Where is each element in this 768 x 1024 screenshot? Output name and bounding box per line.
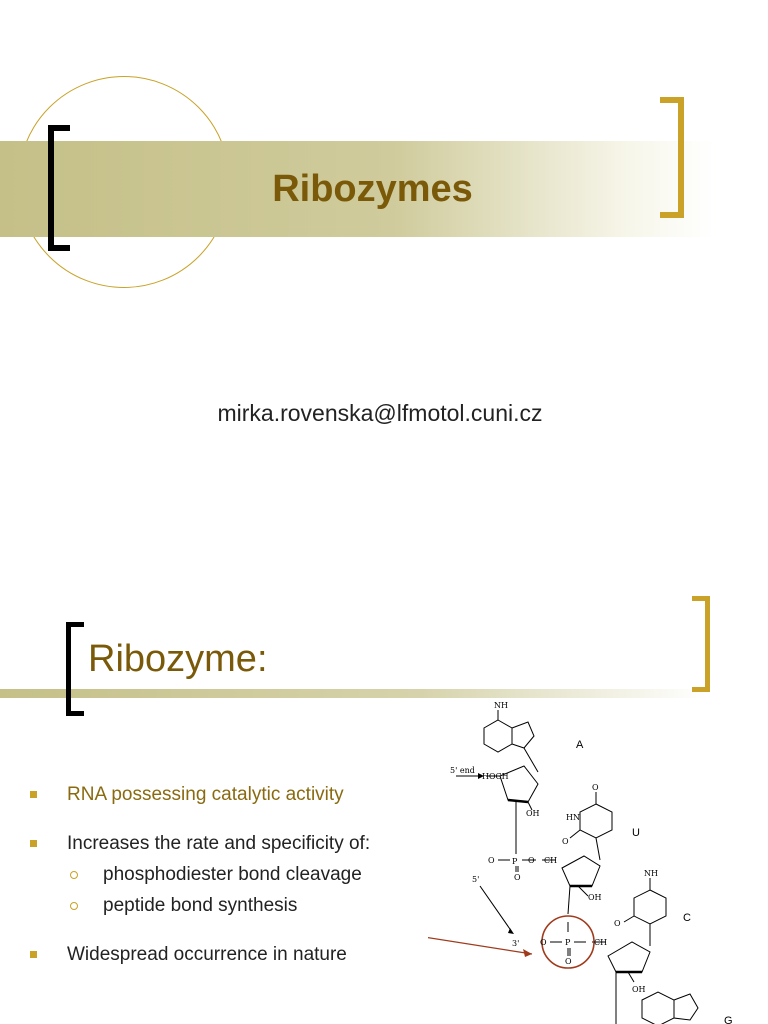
guanine-imidazole [673, 993, 699, 1021]
sub-bullet-item: peptide bond synthesis [67, 893, 410, 918]
sub-bullet-item: phosphodiester bond cleavage [67, 862, 410, 887]
svg-text:OH: OH [632, 985, 646, 994]
base-label-c: C [683, 912, 691, 924]
sub-bullet-text: peptide bond synthesis [103, 895, 298, 916]
title-underline-band [0, 689, 768, 698]
circle-bullet-icon [70, 871, 78, 879]
bullet-text: Increases the rate and specificity of: [67, 833, 371, 854]
bullet-text: Widespread occurrence in nature [67, 944, 347, 965]
svg-text:O: O [540, 938, 547, 947]
square-bullet-icon [30, 791, 37, 798]
svg-text:O: O [528, 856, 535, 865]
uracil-ring [579, 803, 613, 839]
right-bracket-decoration [692, 596, 710, 692]
adenine-imidazole [511, 721, 535, 749]
base-label-a: A [576, 739, 584, 751]
left-bracket-decoration [48, 125, 70, 251]
svg-text:P: P [565, 938, 571, 947]
svg-text:O: O [614, 919, 621, 928]
bullet-list: RNA possessing catalytic activity Increa… [30, 782, 410, 991]
svg-text:P: P [512, 857, 518, 866]
content-slide: Ribozyme: RNA possessing catalytic activ… [0, 560, 768, 1024]
svg-text:O: O [488, 856, 495, 865]
svg-text:O: O [562, 837, 569, 846]
sub-bullet-text: phosphodiester bond cleavage [103, 864, 362, 885]
bullet-item: Widespread occurrence in nature [30, 942, 410, 967]
title-slide: Ribozymes mirka.rovenska@lfmotol.cuni.cz [0, 76, 715, 426]
bullet-item: RNA possessing catalytic activity [30, 782, 410, 807]
svg-text:HOCH: HOCH [482, 772, 509, 781]
svg-text:O: O [565, 957, 572, 966]
ribose-2 [561, 855, 601, 887]
bullet-text: RNA possessing catalytic activity [67, 784, 344, 805]
ribose-1 [499, 765, 539, 803]
rna-structure-diagram: NH HOCH OH P O O O CH O HN O OH P O O CH… [428, 701, 733, 1024]
svg-text:CH: CH [544, 856, 557, 865]
svg-text:O: O [592, 783, 599, 792]
author-email: mirka.rovenska@lfmotol.cuni.cz [217, 400, 543, 426]
guanine-ring [641, 991, 675, 1024]
svg-text:NH: NH [644, 869, 658, 878]
base-label-u: U [632, 827, 640, 839]
svg-text:3': 3' [512, 939, 519, 948]
base-label-g: G [724, 1015, 733, 1024]
svg-text:OH: OH [588, 893, 602, 902]
bullet-item: Increases the rate and specificity of: p… [30, 831, 410, 918]
highlight-circle [541, 915, 595, 969]
svg-text:5' end: 5' end [450, 766, 475, 775]
sub-bullet-list: phosphodiester bond cleavage peptide bon… [67, 862, 410, 918]
right-bracket-decoration [660, 97, 684, 218]
svg-text:NH: NH [494, 701, 508, 710]
svg-text:5': 5' [472, 875, 479, 884]
slide-title: Ribozymes [272, 167, 473, 210]
circle-bullet-icon [70, 902, 78, 910]
svg-text:HN: HN [566, 813, 580, 822]
adenine-ring [483, 719, 513, 753]
square-bullet-icon [30, 840, 37, 847]
title-band [0, 141, 715, 237]
square-bullet-icon [30, 951, 37, 958]
cytosine-ring [633, 889, 667, 925]
svg-text:O: O [514, 873, 521, 882]
svg-text:OH: OH [526, 809, 540, 818]
left-bracket-decoration [66, 622, 84, 716]
ribose-3 [607, 941, 651, 973]
slide-title: Ribozyme: [88, 638, 268, 680]
svg-text:CH: CH [594, 938, 607, 947]
